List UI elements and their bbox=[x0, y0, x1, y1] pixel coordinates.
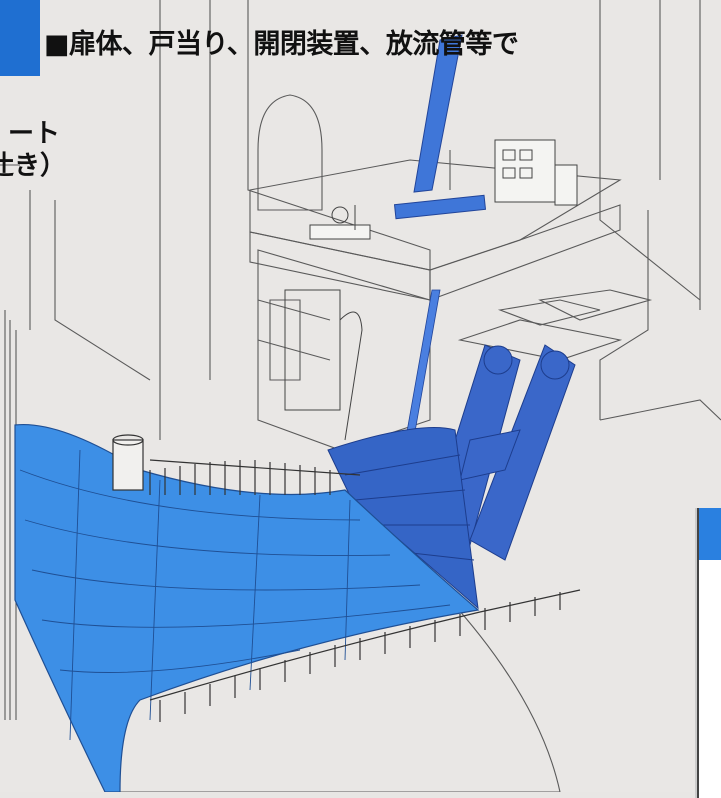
machinery bbox=[284, 139, 578, 441]
inset-panel bbox=[697, 508, 721, 798]
side-label-line-1: ート bbox=[8, 119, 61, 149]
inset-title-band bbox=[699, 508, 721, 560]
hoist-cylinder bbox=[393, 34, 487, 461]
header-accent-bar bbox=[0, 0, 40, 76]
side-label: ート 辻き） bbox=[0, 118, 66, 182]
conduit-liner bbox=[14, 423, 480, 792]
page-title: ■扉体、戸当り、開閉装置、放流管等で bbox=[44, 29, 519, 60]
steel-ribs bbox=[112, 434, 581, 722]
side-label-line-2: 辻き） bbox=[0, 151, 67, 181]
